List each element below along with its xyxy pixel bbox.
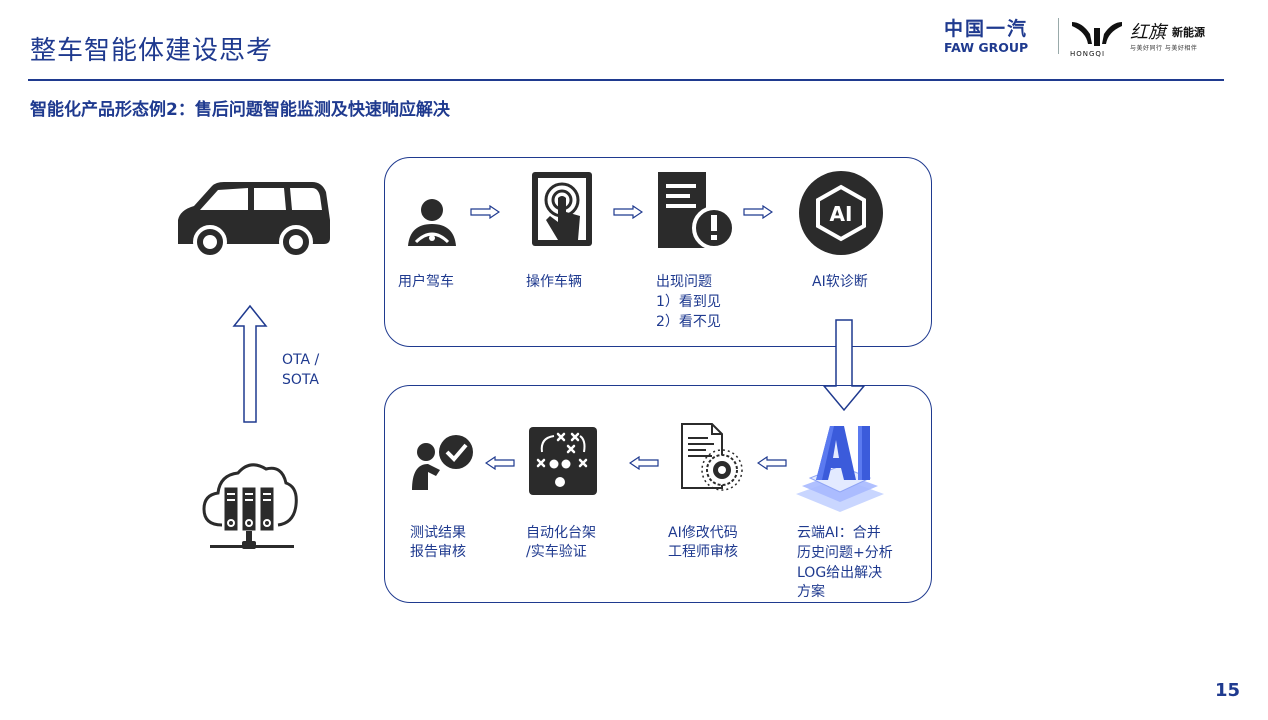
step-ai-diagnosis-label: AI软诊断 (812, 274, 868, 290)
hongqi-logo: HONGQI (1068, 14, 1126, 62)
step-cloud-ai-line2: 历史问题+分析 (797, 545, 893, 561)
ota-label-line2: SOTA (282, 372, 319, 388)
bottom-flow-panel (384, 385, 932, 603)
page-number: 15 (1214, 680, 1240, 701)
svg-text:AI: AI (830, 202, 853, 226)
arrow-right-3 (743, 205, 773, 219)
step-operate-vehicle-label: 操作车辆 (526, 274, 582, 290)
step-cloud-ai-line3: LOG给出解决 (797, 565, 883, 581)
step-user-driving-label: 用户驾车 (398, 274, 454, 290)
top-flow-panel (384, 157, 932, 347)
step-bench-test-line2: /实车验证 (526, 544, 587, 560)
slogan-text: 与美好同行 与美好相伴 (1130, 45, 1198, 52)
person-check-icon (412, 435, 473, 490)
arrow-right-1 (470, 205, 500, 219)
step-ai-code-line1: AI修改代码 (668, 525, 738, 541)
car-icon (178, 182, 330, 259)
ai-chip-icon: AI (799, 171, 883, 255)
problem-document-icon (658, 172, 736, 250)
strategy-board-icon (529, 427, 597, 495)
step-problem-label: 出现问题 (656, 274, 712, 290)
step-report-review-line1: 测试结果 (410, 525, 466, 541)
step-bench-test-line1: 自动化台架 (526, 525, 596, 541)
header-divider (28, 79, 1224, 81)
nev-text: 新能源 (1172, 26, 1205, 39)
hongqi-cn-text: 红旗 (1130, 22, 1166, 43)
cloud-server-icon (202, 463, 298, 549)
touch-screen-icon (532, 172, 592, 246)
arrow-left-3 (757, 456, 787, 470)
step-report-review-line2: 报告审核 (410, 544, 466, 560)
ota-up-arrow (232, 304, 268, 423)
hongqi-en-text: HONGQI (1070, 50, 1106, 58)
hongqi-emblem-icon (1072, 22, 1122, 46)
arrow-right-2 (613, 205, 643, 219)
page-subtitle: 智能化产品形态例2：售后问题智能监测及快速响应解决 (30, 100, 450, 120)
faw-logo: 中国一汽 FAW GROUP (944, 18, 1052, 58)
step-problem-sub1: 1）看到见 (656, 294, 721, 310)
step-cloud-ai-line4: 方案 (797, 584, 825, 600)
step-problem-sub2: 2）看不见 (656, 314, 721, 330)
user-driving-icon (408, 199, 456, 246)
step-cloud-ai-line1: 云端AI：合并 (797, 525, 881, 541)
faw-logo-en: FAW GROUP (944, 40, 1029, 55)
page-title: 整车智能体建设思考 (30, 36, 274, 66)
down-arrow (822, 319, 866, 412)
ota-label-line1: OTA / (282, 352, 320, 368)
cloud-ai-icon (796, 426, 884, 512)
faw-logo-cn: 中国一汽 (944, 18, 1029, 40)
arrow-left-2 (629, 456, 659, 470)
arrow-left-1 (485, 456, 515, 470)
code-document-gear-icon (681, 423, 743, 491)
logo-separator (1058, 18, 1059, 54)
step-ai-code-line2: 工程师审核 (668, 544, 738, 560)
